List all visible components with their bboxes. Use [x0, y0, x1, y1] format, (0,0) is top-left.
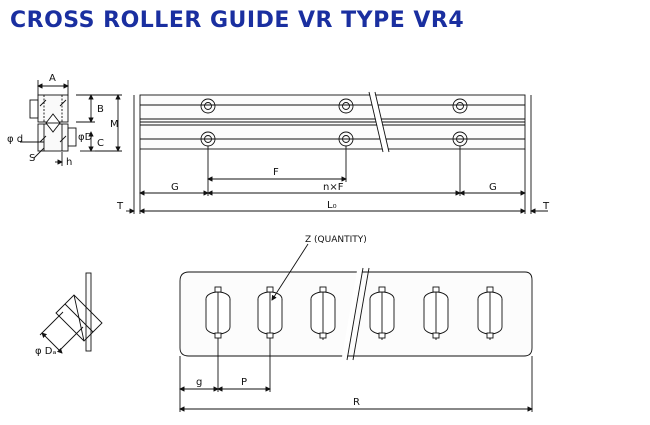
rail-top-view — [126, 91, 548, 214]
label-F: F — [273, 167, 279, 178]
label-nF: n×F — [323, 182, 344, 193]
label-phi-D: φD — [78, 132, 93, 143]
label-g: g — [196, 377, 202, 388]
cross-section-view — [20, 80, 122, 166]
label-P: P — [241, 377, 247, 388]
label-L0: L₀ — [327, 200, 337, 211]
label-C: C — [97, 138, 104, 149]
label-Z: Z (QUANTITY) — [305, 235, 367, 245]
label-G-right: G — [489, 182, 497, 193]
roller-6 — [477, 286, 503, 340]
label-T-right: T — [542, 201, 550, 212]
label-R: R — [353, 397, 360, 408]
cage-side-view — [39, 272, 103, 354]
roller-1 — [205, 286, 231, 340]
roller-2 — [257, 286, 283, 340]
label-A: A — [49, 73, 56, 84]
roller-5 — [423, 286, 449, 340]
roller-4 — [369, 286, 395, 340]
label-phi-Da: φ Dₐ — [35, 346, 56, 357]
roller-group — [205, 286, 503, 340]
label-h: h — [66, 157, 72, 168]
label-B: B — [97, 104, 104, 115]
label-S: S — [29, 153, 35, 164]
label-M: M — [110, 119, 119, 130]
label-phi-d: φ d — [7, 134, 23, 145]
cage-dimensions — [179, 340, 533, 412]
label-G-left: G — [171, 182, 179, 193]
roller-3 — [310, 286, 336, 340]
z-leader — [271, 243, 309, 301]
page-title: CROSS ROLLER GUIDE VR TYPE VR4 — [10, 8, 465, 33]
label-T-left: T — [116, 201, 124, 212]
